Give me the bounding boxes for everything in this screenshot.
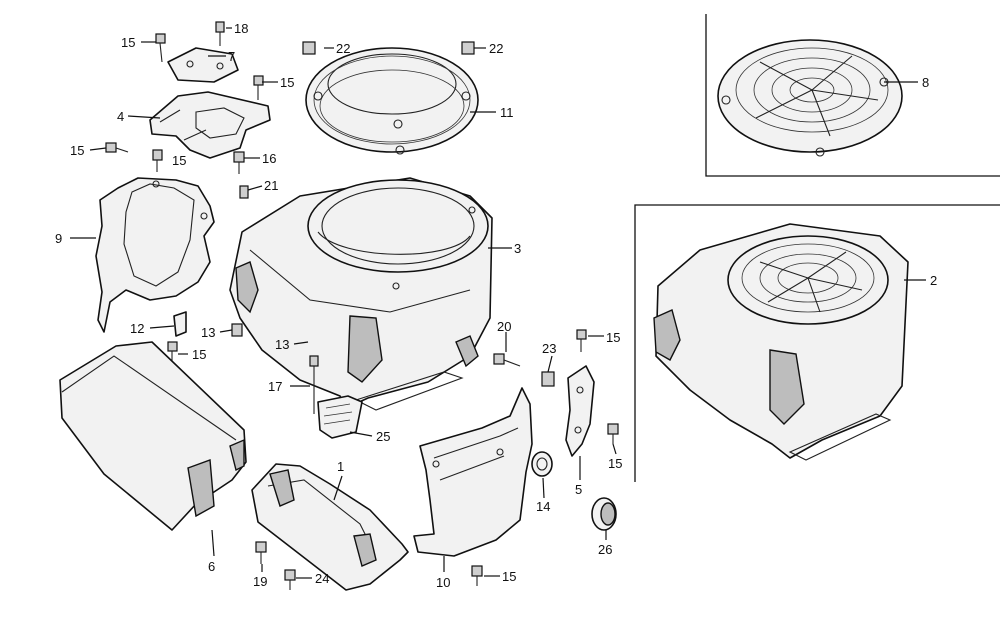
callout-1: 1 (337, 459, 344, 474)
callout-16: 16 (262, 151, 276, 166)
callout-7: 7 (228, 49, 235, 64)
callout-6: 6 (208, 559, 215, 574)
bolt-15-bottom (471, 565, 483, 586)
bolt-15-right-of-5 (607, 423, 619, 444)
bolt-15-left (105, 142, 129, 153)
bolt-18 (215, 21, 225, 46)
callout-15: 15 (280, 75, 294, 90)
callout-15: 15 (502, 569, 516, 584)
side-cover-9 (95, 177, 215, 333)
callout-24: 24 (315, 571, 329, 586)
callout-10: 10 (436, 575, 450, 590)
callout-23: 23 (542, 341, 556, 356)
callout-8: 8 (922, 75, 929, 90)
bolt-20 (493, 353, 521, 367)
ring-guard-11 (305, 47, 479, 155)
large-cover-6 (59, 341, 247, 531)
callout-22: 22 (489, 41, 503, 56)
clip-12 (173, 311, 187, 337)
plate-25 (317, 395, 363, 439)
callout-15: 15 (608, 456, 622, 471)
bolt-15-mid-right (576, 329, 587, 352)
fan-guard-8 (717, 39, 903, 157)
bracket-4 (149, 91, 271, 159)
callout-22: 22 (336, 41, 350, 56)
callout-5: 5 (575, 482, 582, 497)
main-shroud-3 (229, 177, 493, 411)
callout-14: 14 (536, 499, 550, 514)
callout-13: 13 (201, 325, 215, 340)
nut-22-left (302, 41, 316, 55)
callout-3: 3 (514, 241, 521, 256)
bolt-15-top (155, 33, 166, 63)
clip-21 (239, 185, 249, 199)
stud-17 (309, 355, 319, 414)
callout-26: 26 (598, 542, 612, 557)
nut-23 (541, 371, 555, 387)
callout-12: 12 (130, 321, 144, 336)
bolt-24 (284, 569, 296, 590)
grommet-14 (531, 451, 553, 477)
callout-11: 11 (500, 105, 514, 120)
callout-15: 15 (192, 347, 206, 362)
assembled-shroud-2 (653, 223, 909, 461)
callout-4: 4 (117, 109, 124, 124)
callout-13: 13 (275, 337, 289, 352)
callout-25: 25 (376, 429, 390, 444)
lower-plate-10 (413, 387, 533, 557)
inset-frame-lower-right (634, 204, 1000, 482)
leader-lines (70, 27, 926, 579)
bolt-15-below-bracket (152, 149, 163, 172)
bracket-5 (565, 365, 595, 457)
callout-15: 15 (121, 35, 135, 50)
air-guide-1 (251, 463, 409, 591)
cap-26 (591, 497, 617, 531)
bolt-19 (255, 541, 267, 564)
callout-20: 20 (497, 319, 511, 334)
bolt-16 (233, 151, 245, 174)
callout-18: 18 (234, 21, 248, 36)
nut-13-left (231, 323, 243, 337)
callout-2: 2 (930, 273, 937, 288)
bolt-15-near-7 (253, 75, 264, 100)
callout-19: 19 (253, 574, 267, 589)
callout-15: 15 (172, 153, 186, 168)
nut-22-right (461, 41, 475, 55)
callout-15: 15 (606, 330, 620, 345)
callout-15: 15 (70, 143, 84, 158)
callout-17: 17 (268, 379, 282, 394)
callout-21: 21 (264, 178, 278, 193)
callout-9: 9 (55, 231, 62, 246)
inset-frame-upper-right (705, 14, 1000, 177)
